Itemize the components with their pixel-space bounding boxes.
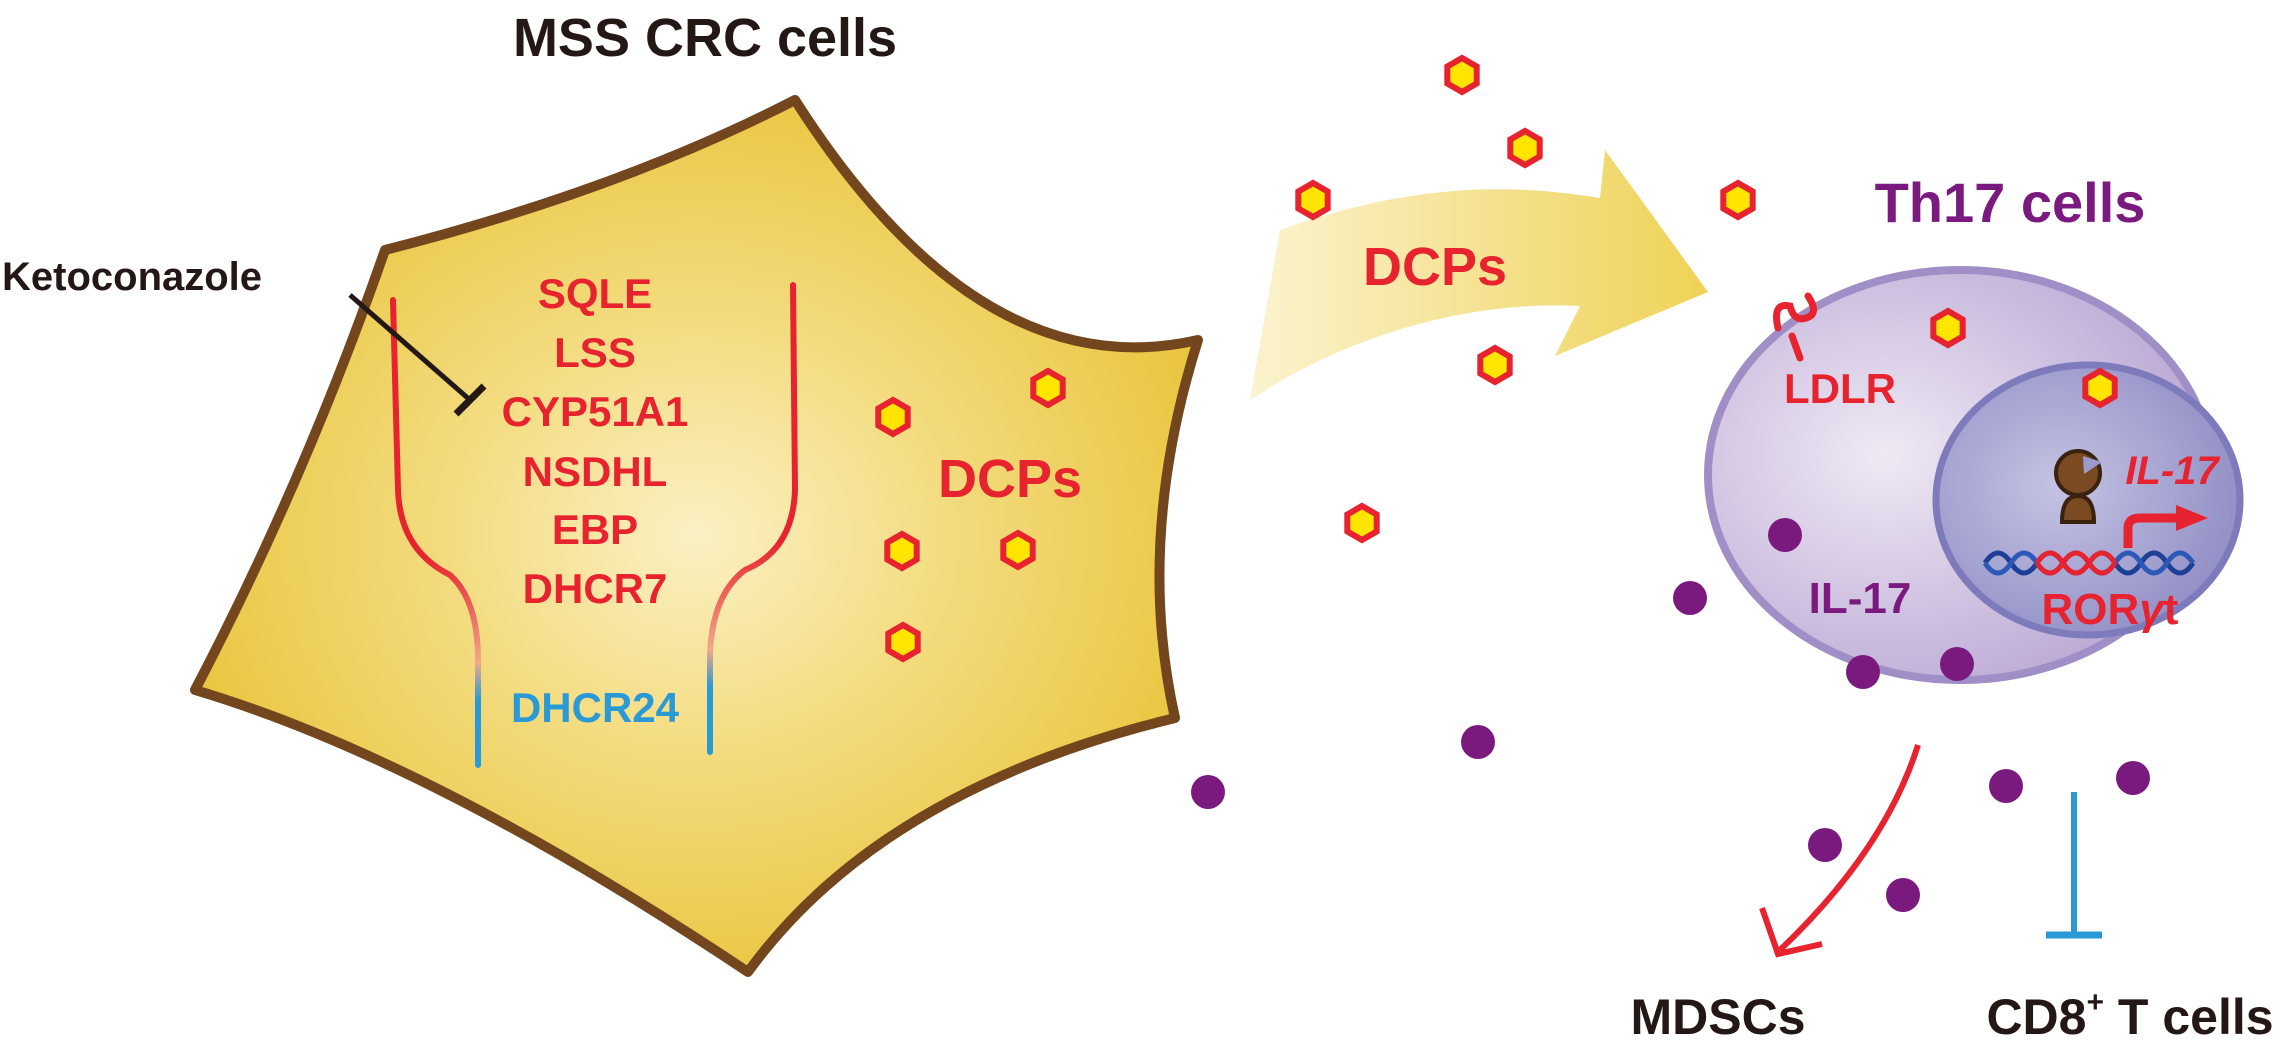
dcps-transfer-arrow (1250, 150, 1708, 400)
il17-particle (1191, 775, 1225, 809)
mdscs-arrowhead (1759, 907, 1823, 958)
il17-particle (1673, 581, 1707, 615)
dcp-particle (884, 530, 920, 572)
il17-particle (1808, 828, 1842, 862)
dcps-label-inside: DCPs (938, 449, 1082, 509)
gene-ebp: EBP (552, 506, 638, 553)
dcp-particle (1030, 367, 1066, 409)
dcp-particle (1930, 307, 1966, 349)
dcp-particle (885, 621, 921, 663)
dcp-particle (2082, 367, 2118, 409)
transcription-arrow-icon (2123, 513, 2180, 548)
pathway-bracket-right (707, 282, 799, 755)
il17-particle (1989, 769, 2023, 803)
dcp-particle (1000, 529, 1036, 571)
gene-dhcr7: DHCR7 (523, 565, 668, 612)
ketoconazole-label: Ketoconazole (2, 255, 262, 299)
ketoconazole-inhibition-line (348, 293, 472, 402)
il17-particle (1768, 518, 1802, 552)
il17-particle (1846, 655, 1880, 689)
dcp-particle (1720, 179, 1756, 221)
dcp-particle (1507, 127, 1543, 169)
dcp-particle (1295, 179, 1331, 221)
transcription-arrowhead-icon (2176, 505, 2208, 531)
ror-gamma-t-label: RORγt (2042, 585, 2179, 634)
pathway-bracket-left (390, 297, 481, 768)
dcp-particle (875, 396, 911, 438)
gene-nsdhl: NSDHL (523, 448, 668, 495)
il17-particle (1886, 878, 1920, 912)
il17-protein-label: IL-17 (1809, 574, 1912, 623)
ketoconazole-inhibition-bar (453, 383, 487, 417)
gene-lss: LSS (554, 329, 636, 376)
dcp-particle (1444, 54, 1480, 96)
th17-cells-title: Th17 cells (1875, 171, 2146, 234)
dcp-particles (875, 54, 2118, 663)
gene-cyp51a1: CYP51A1 (502, 388, 689, 435)
crc-cells-title: MSS CRC cells (513, 8, 897, 68)
il17-particles (1191, 518, 2150, 912)
mdscs-arrow (1777, 744, 1921, 953)
il17-particle (2116, 761, 2150, 795)
dcps-label-arrow: DCPs (1363, 237, 1507, 297)
il17-particle (1940, 647, 1974, 681)
il17-particle (1461, 725, 1495, 759)
gene-dhcr24: DHCR24 (511, 684, 680, 731)
mdscs-label: MDSCs (1630, 989, 1805, 1045)
dcp-particle (1477, 344, 1513, 386)
dna-helix-icon (1982, 550, 2196, 576)
gene-sqle: SQLE (538, 270, 652, 317)
ldlr-receptor-icon (1773, 292, 1817, 362)
crc-cell-body (190, 95, 1203, 977)
dcp-particle (1344, 502, 1380, 544)
cd8-t-cells-label: CD8+ T cells (1986, 986, 2273, 1045)
ror-gamma-t-icon (2054, 449, 2102, 524)
il17-gene-label: IL-17 (2125, 449, 2220, 493)
ldlr-label: LDLR (1784, 365, 1896, 412)
